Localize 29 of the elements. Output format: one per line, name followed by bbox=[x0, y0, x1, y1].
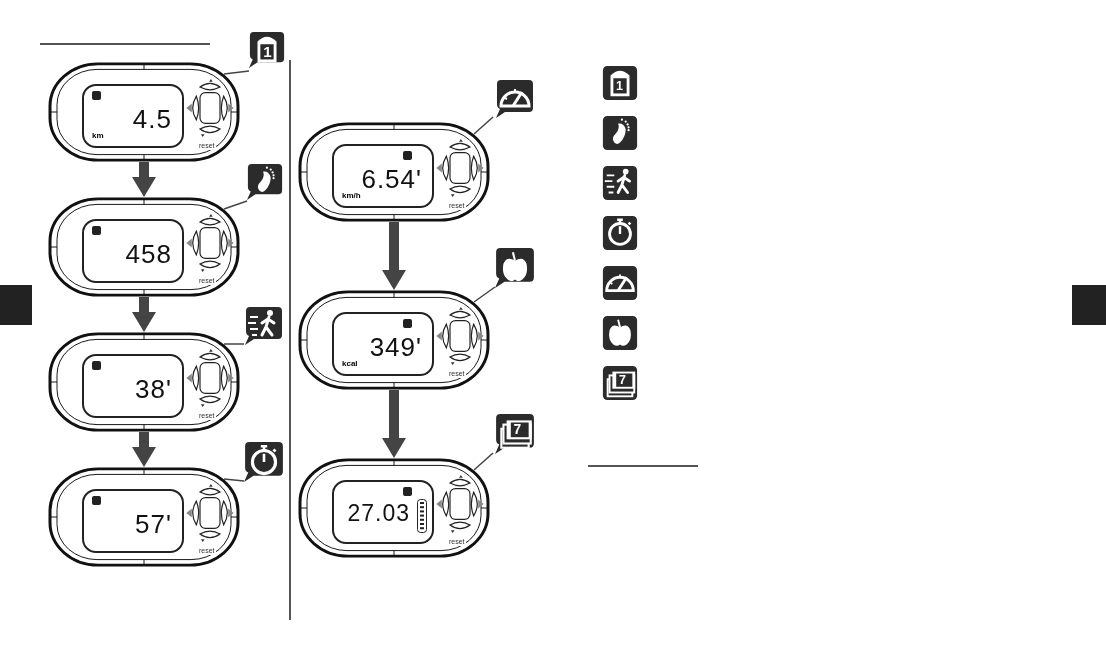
icon-digit: 1 bbox=[616, 79, 623, 93]
lcd-reading: 349' bbox=[369, 334, 422, 360]
lcd-reading: 6.54' bbox=[361, 166, 422, 192]
leader-line bbox=[223, 343, 245, 345]
lcd-reading: 4.5 bbox=[132, 106, 172, 132]
arrow bbox=[132, 297, 156, 332]
icon-digit: 7 bbox=[619, 374, 627, 387]
leader-line bbox=[223, 200, 248, 210]
lcd-reading: 38' bbox=[135, 376, 172, 402]
lcd-reading: 458 bbox=[125, 241, 172, 267]
apple-icon bbox=[494, 246, 536, 288]
leader-line bbox=[223, 70, 250, 75]
arrow bbox=[382, 222, 406, 290]
icon-digit: 7 bbox=[513, 422, 522, 437]
icon-digit: 1 bbox=[263, 44, 272, 60]
leader-line bbox=[473, 452, 494, 471]
walker-icon bbox=[243, 305, 285, 345]
stopwatch-icon bbox=[243, 440, 285, 482]
unit-label: kcal bbox=[342, 360, 358, 368]
unit-label: km bbox=[92, 132, 104, 140]
leader-line bbox=[473, 286, 496, 303]
lcd-reading: 57' bbox=[135, 511, 172, 537]
leader-line bbox=[473, 116, 494, 135]
arrow bbox=[382, 390, 406, 458]
leader-line bbox=[223, 478, 245, 482]
lcd-reading: 27.03 bbox=[347, 502, 410, 525]
unit-label: km/h bbox=[342, 192, 361, 200]
arrow bbox=[132, 162, 156, 197]
arrow bbox=[132, 432, 156, 467]
